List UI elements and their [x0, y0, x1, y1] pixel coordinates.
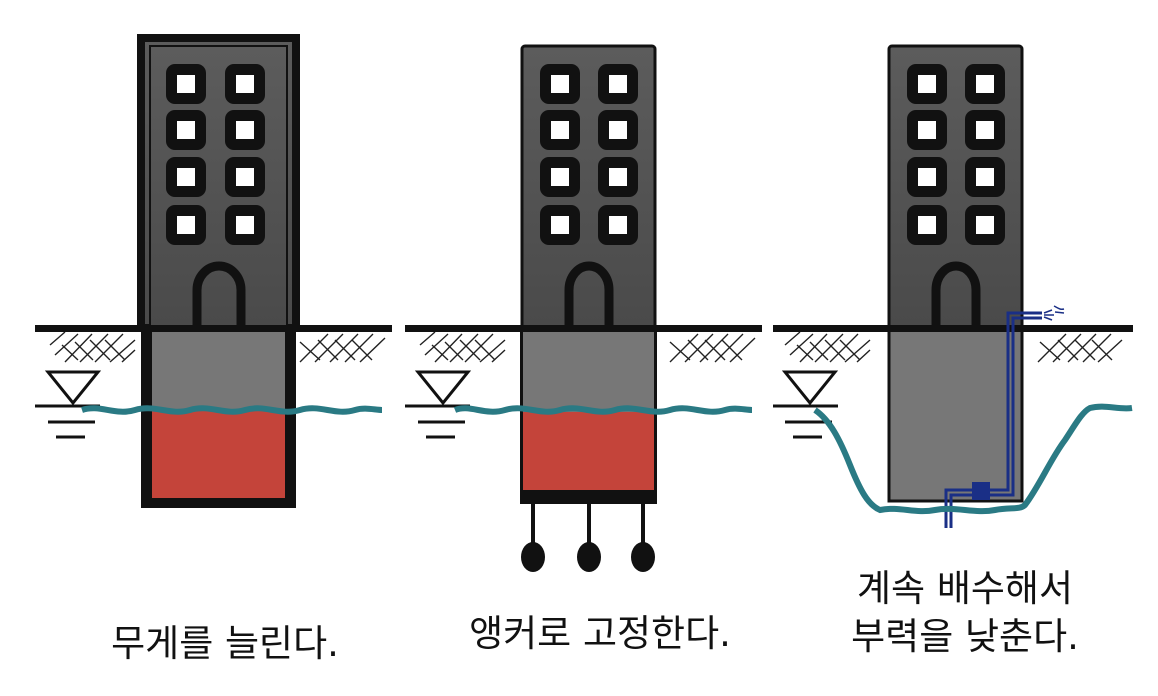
added-weight [152, 410, 285, 498]
caption-weight: 무게를 늘린다. [111, 622, 339, 665]
caption-dewatering-line1: 계속 배수해서 [856, 567, 1073, 610]
groundwater-line [81, 405, 383, 415]
ground-hatch-right [669, 333, 756, 363]
panel-anchor [405, 44, 762, 572]
basement [887, 328, 1024, 503]
door-icon [564, 261, 614, 328]
water-level-icon [405, 370, 472, 439]
caption-dewatering-line2: 부력을 낮춘다. [851, 615, 1079, 658]
added-weight [523, 412, 654, 490]
ground-hatch-left [419, 331, 506, 363]
caption-dewatering: 계속 배수해서 부력을 낮춘다. [780, 565, 1150, 661]
ground-hatch-left [784, 331, 871, 363]
water-level-icon [773, 370, 839, 439]
water-spray-icon [1043, 305, 1065, 321]
ground-hatch-right [299, 333, 386, 363]
ground-hatch-left [49, 331, 136, 363]
caption-anchor: 앵커로 고정한다. [469, 612, 731, 655]
lowered-groundwater-line [813, 403, 1133, 515]
groundwater-line [453, 405, 753, 415]
water-level-icon [35, 370, 102, 439]
panel-weight [35, 34, 392, 508]
door-icon [931, 261, 981, 328]
drain-pipe [944, 311, 1042, 528]
panel-dewatering [773, 44, 1133, 528]
ground-line [405, 325, 762, 332]
ground-anchors [521, 504, 655, 572]
ground-line [35, 325, 392, 332]
pump-icon [972, 482, 990, 500]
ground-hatch-right [1037, 333, 1123, 363]
door-icon [192, 261, 246, 328]
ground-line [773, 325, 1133, 332]
